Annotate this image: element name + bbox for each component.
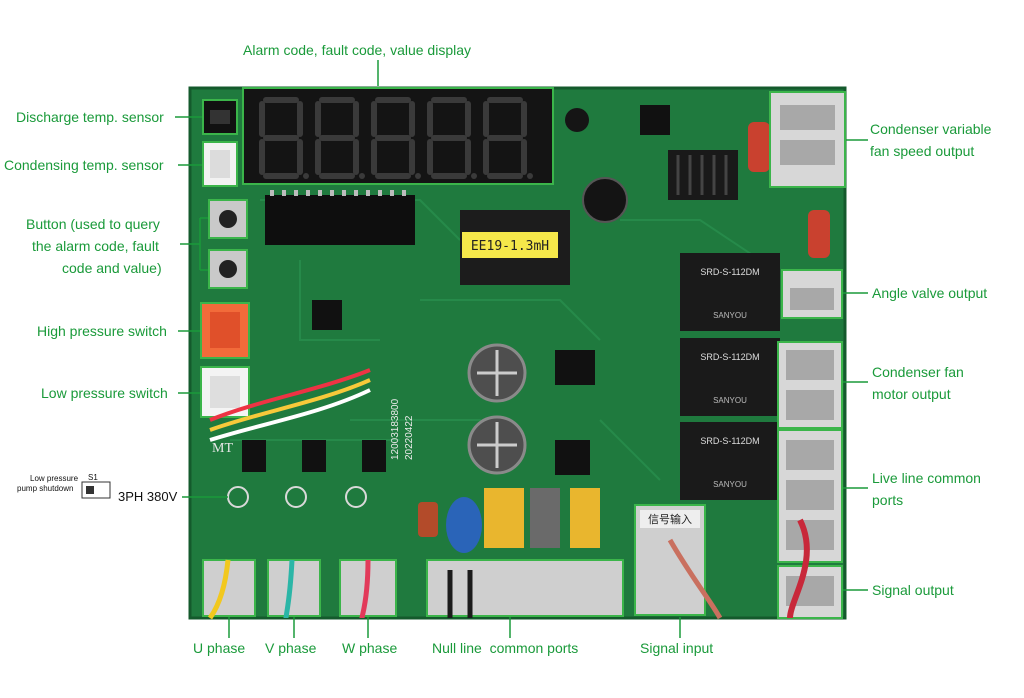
button-label-line2: the alarm code, fault [32, 238, 159, 254]
live-line-label-2: ports [872, 492, 904, 508]
null-line-terminal [426, 559, 624, 617]
board-id: 12003183800 [390, 398, 401, 460]
svg-text:SRD-S-112DM: SRD-S-112DM [700, 436, 759, 446]
svg-text:信号输入: 信号输入 [648, 512, 692, 526]
relay-1: SRD-S-112DM SANYOU [680, 253, 780, 331]
condensing-sensor-label: Condensing temp. sensor [4, 157, 164, 173]
condenser-fan-label-2: motor output [872, 386, 951, 402]
svg-text:SRD-S-112DM: SRD-S-112DM [700, 267, 759, 277]
pump-shutdown-label-2: pump shutdown [17, 484, 74, 493]
low-pressure-label: Low pressure switch [41, 385, 168, 401]
svg-text:SANYOU: SANYOU [713, 396, 747, 405]
discharge-sensor-label: Discharge temp. sensor [16, 109, 164, 125]
signal-input-label: Signal input [640, 640, 714, 656]
signal-output-label: Signal output [872, 582, 954, 598]
svg-text:SANYOU: SANYOU [713, 311, 747, 320]
relay-3: SRD-S-112DM SANYOU [680, 422, 780, 500]
w-phase-label: W phase [342, 640, 398, 656]
live-line-label-1: Live line common [872, 470, 981, 486]
v-phase-label: V phase [265, 640, 317, 656]
svg-text:SRD-S-112DM: SRD-S-112DM [700, 352, 759, 362]
button-label-line3: code and value) [62, 260, 162, 276]
condenser-variable-label-1: Condenser variable [870, 121, 992, 137]
high-pressure-label: High pressure switch [37, 323, 167, 339]
board-date: 20220422 [404, 415, 415, 460]
switch-id-label: S1 [88, 473, 98, 482]
relay-2: SRD-S-112DM SANYOU [680, 338, 780, 416]
inductor-label: EE19-1.3mH [471, 239, 549, 254]
three-phase-label: 3PH 380V [118, 489, 178, 504]
condenser-variable-label-2: fan speed output [870, 143, 975, 159]
u-phase-terminal [202, 559, 256, 617]
pump-shutdown-label-1: Low pressure [30, 474, 79, 483]
null-line-label: Null line common ports [432, 640, 579, 656]
svg-text:SANYOU: SANYOU [713, 480, 747, 489]
display-label: Alarm code, fault code, value display [243, 42, 472, 58]
v-phase-terminal [267, 559, 321, 617]
button-label-line1: Button (used to query [26, 216, 160, 232]
mt-silkscreen: MT [212, 441, 233, 456]
angle-valve-label: Angle valve output [872, 285, 988, 301]
condenser-fan-label-1: Condenser fan [872, 364, 964, 380]
u-phase-label: U phase [193, 640, 246, 656]
